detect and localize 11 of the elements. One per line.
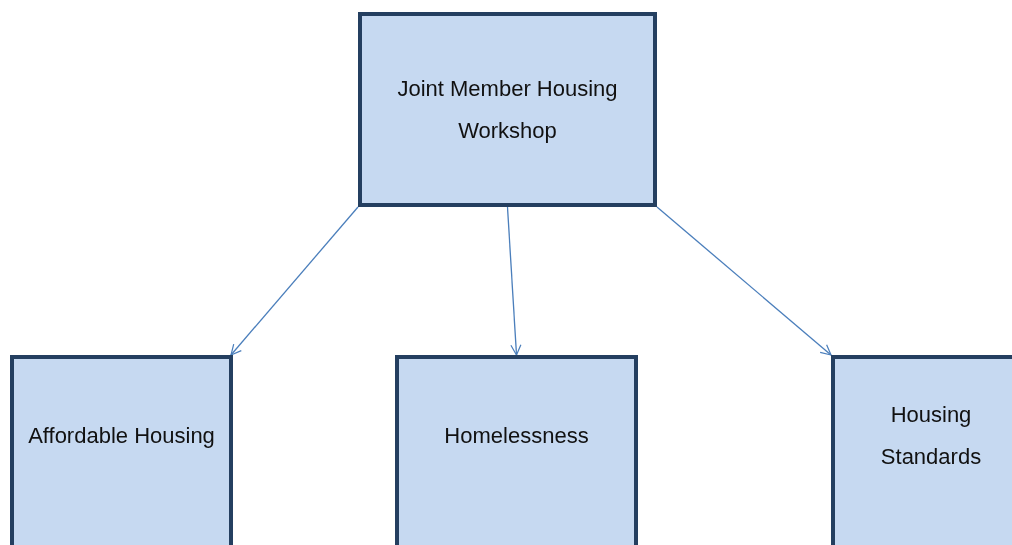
topic-box <box>831 355 1012 545</box>
arrow <box>506 206 522 356</box>
box-label: Affordable Housing <box>28 422 215 450</box>
topic-box <box>358 12 657 207</box>
arrow <box>230 206 359 356</box>
arrow <box>656 206 832 356</box>
topic-box <box>395 355 638 545</box>
box-label: Joint Member Housing Workshop <box>396 74 619 145</box>
box-label: Homelessness <box>444 422 589 450</box>
topic-box <box>10 355 233 545</box>
box-label: Housing Standards <box>879 401 983 471</box>
